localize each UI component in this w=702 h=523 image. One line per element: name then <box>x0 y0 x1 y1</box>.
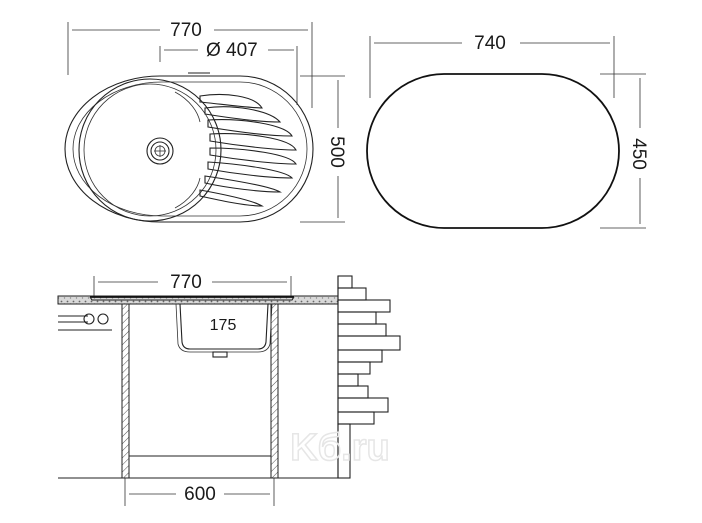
top-height-label: 500 <box>326 136 347 168</box>
top-width-label: 770 <box>170 20 202 41</box>
section-view: 770 175 <box>57 272 401 506</box>
drainboard-ribs <box>174 91 297 209</box>
watermark: Kб.ru <box>290 427 389 469</box>
section-width-label: 770 <box>170 272 202 293</box>
bowl-diameter-label: 407 <box>226 40 258 61</box>
top-view: 770 Ø 407 <box>64 20 347 223</box>
brick-wall <box>337 275 401 479</box>
cabinet-width-label: 600 <box>184 484 216 505</box>
bowl-diameter-symbol: Ø <box>206 40 221 61</box>
cutout-width-label: 740 <box>474 33 506 54</box>
cutout-view: 740 450 <box>366 33 649 229</box>
bowl-depth-label: 175 <box>210 317 237 334</box>
cutout-height-label: 450 <box>628 138 649 170</box>
